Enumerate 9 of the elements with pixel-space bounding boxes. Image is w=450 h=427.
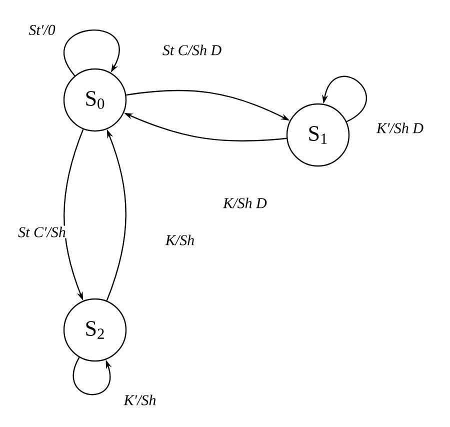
edge-label: St C/Sh D xyxy=(161,44,223,56)
edge-label: St C′/Sh xyxy=(17,226,67,238)
edge-label: K/Sh D xyxy=(222,196,268,210)
edge-label: K′/Sh D xyxy=(375,122,425,134)
transition-arrow xyxy=(64,30,120,76)
edge-label: K/Sh xyxy=(164,234,196,246)
edge-label: K′/Sh xyxy=(122,394,158,406)
edge-label: St′/0 xyxy=(28,24,56,36)
transition-arrow xyxy=(322,76,367,122)
